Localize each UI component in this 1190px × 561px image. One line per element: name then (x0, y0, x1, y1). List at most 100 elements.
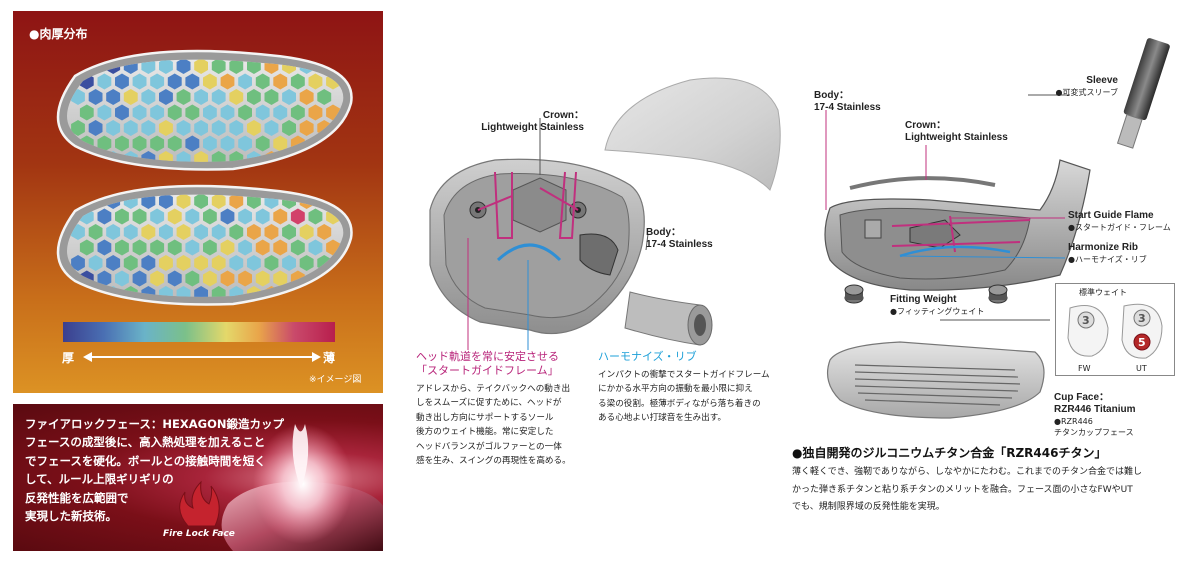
ut-body-label: Body： 17-4 Stainless (814, 90, 881, 113)
thickness-hex-cell (264, 120, 279, 136)
thickness-hex-cell (106, 89, 121, 105)
thickness-hex-cell (80, 167, 94, 183)
ut-weight-top-number: 3 (1138, 312, 1146, 325)
thickness-hex-cell (150, 239, 165, 256)
thickness-hex-cell (220, 73, 235, 90)
thickness-hex-cell (167, 239, 182, 256)
thickness-hex-cell (176, 224, 191, 240)
thickness-hex-cell (106, 120, 121, 136)
thickness-hex-cell (132, 208, 147, 225)
thickness-hex-cell (194, 255, 208, 271)
thickness-hex-cell (211, 151, 226, 162)
ut-label: UT (1136, 364, 1147, 373)
thickness-hex-cell (220, 270, 235, 287)
hex-weight (512, 177, 567, 233)
thickness-hex-cell (255, 135, 270, 152)
thickness-hex-cell (299, 255, 314, 271)
thickness-hex-cell (88, 224, 103, 240)
thickness-hex-cell (97, 239, 112, 256)
fire-lock-illustration (179, 424, 383, 551)
thickness-hex-cell (97, 270, 112, 287)
thickness-hex-cell (98, 167, 112, 183)
start-guide-flame-label: Start Guide Flame ●スタートガイド・フレーム (1068, 210, 1171, 232)
thickness-hex-cell (115, 302, 129, 318)
ut-crown-arc (849, 176, 996, 190)
thickness-hex-cell (317, 286, 332, 297)
thickness-hex-cell (123, 224, 138, 240)
sleeve-part (1116, 38, 1170, 149)
thickness-hex-cell (247, 89, 261, 105)
thickness-hex-cell (150, 208, 165, 225)
fire-logo-icon (179, 480, 220, 527)
thickness-hex-cell (220, 104, 235, 121)
harmonize-title: ハーモナイズ・リブ (598, 350, 697, 363)
thickness-hex-cell (282, 224, 296, 240)
thickness-hex-cell (194, 151, 208, 162)
thickness-hex-cell (229, 286, 244, 297)
harmonize-rib-line (496, 243, 562, 262)
thickness-hex-cell (317, 89, 332, 105)
thickness-hex-cell (203, 270, 217, 287)
thickness-hex-cell (326, 270, 340, 287)
thickness-hex-cell (115, 73, 129, 90)
thickness-hex-cell (229, 194, 244, 209)
thickness-hex-cell (194, 286, 208, 297)
thickness-hex-cell (255, 208, 270, 225)
rzr446-line: かった弾き系チタンと粘り系チタンのメリットを融合。フェース面の小さなFWやUT (792, 484, 1133, 495)
thickness-hex-cell (167, 73, 182, 90)
thickness-hex-cell (238, 73, 252, 90)
thickness-gradient-bar (63, 322, 335, 342)
thickness-hex-cell (176, 151, 191, 162)
fw-body-label: Body： 17-4 Stainless (646, 227, 713, 250)
thickness-hex-cell (326, 302, 340, 318)
thickness-hex-cell (97, 135, 112, 152)
thickness-hex-cell (229, 151, 244, 162)
thickness-hex-cell (255, 270, 270, 287)
ut-crown-label: Crown： Lightweight Stainless (905, 120, 1008, 143)
panel-title: ●肉厚分布 (29, 27, 88, 41)
firelock-line: でフェースを硬化。ボールとの接触時間を短く (25, 453, 266, 468)
thickness-hex-cell (229, 224, 244, 240)
harmonize-line: インパクトの衝撃でスタートガイドフレーム (598, 370, 770, 380)
thickness-hex-cell (211, 224, 226, 240)
thickness-hex-cell (194, 224, 208, 240)
thickness-hex-cell (238, 135, 252, 152)
thickness-hex-cell (71, 120, 85, 136)
fire-lock-logo-text: Fire Lock Face (163, 529, 235, 539)
thickness-hex-cell (159, 89, 173, 105)
thickness-hex-cell (211, 59, 226, 74)
thickness-hex-cell (299, 151, 314, 162)
start-guide-line: 感を生み、スイングの再現性を高める。 (416, 456, 571, 467)
thickness-hex-cell (282, 255, 296, 271)
ut-weight-bottom-number: 5 (1138, 336, 1146, 349)
thickness-hex-cell (176, 59, 191, 74)
fire-lock-description: ファイアロックフェース：HEXAGON鍛造カップ フェースの成型後に、高入熱処理… (25, 415, 295, 525)
cup-face-label: Cup Face： RZR446 Titanium ●RZR446 チタンカップ… (1054, 392, 1136, 437)
thickness-hex-cell (211, 194, 226, 209)
thickness-hex-cell (247, 255, 261, 271)
thickness-hex-cell (88, 255, 103, 271)
thickness-hex-cell (291, 167, 305, 183)
thickness-distribution-panel: ●肉厚分布 厚 薄 ※イメージ図 (13, 11, 383, 393)
thickness-hex-cell (150, 104, 165, 121)
thickness-hex-cell (159, 255, 173, 271)
harmonize-line: にかかる水平方向の振動を最小限に抑え (598, 384, 753, 395)
start-guide-line: 動き出し方向にサポートするソール (416, 412, 554, 423)
thickness-hex-cell (309, 302, 323, 318)
arrow-right-icon (312, 352, 321, 362)
thickness-hex-cell (115, 270, 129, 287)
thickness-hex-cell (133, 167, 147, 183)
thickness-hex-cell (255, 239, 270, 256)
thickness-hex-cell (308, 73, 323, 90)
thickness-hex-cell (159, 286, 173, 297)
thickness-hex-cell (159, 151, 173, 162)
thickness-hex-cell (123, 120, 138, 136)
crown-piece (604, 77, 781, 191)
rzr446-section: ●独自開発のジルコニウムチタン合金「RZR446チタン」 薄く軽くでき、強靭であ… (792, 444, 1184, 517)
harmonize-section: ハーモナイズ・リブ インパクトの衝撃でスタートガイドフレーム にかかる水平方向の… (598, 350, 798, 426)
thickness-hex-cell (185, 135, 200, 152)
weight-positions-diagram (1067, 303, 1163, 359)
thin-label: 薄 (323, 351, 336, 365)
thickness-hex-cell (308, 239, 323, 256)
thickness-hex-cell (299, 286, 314, 297)
